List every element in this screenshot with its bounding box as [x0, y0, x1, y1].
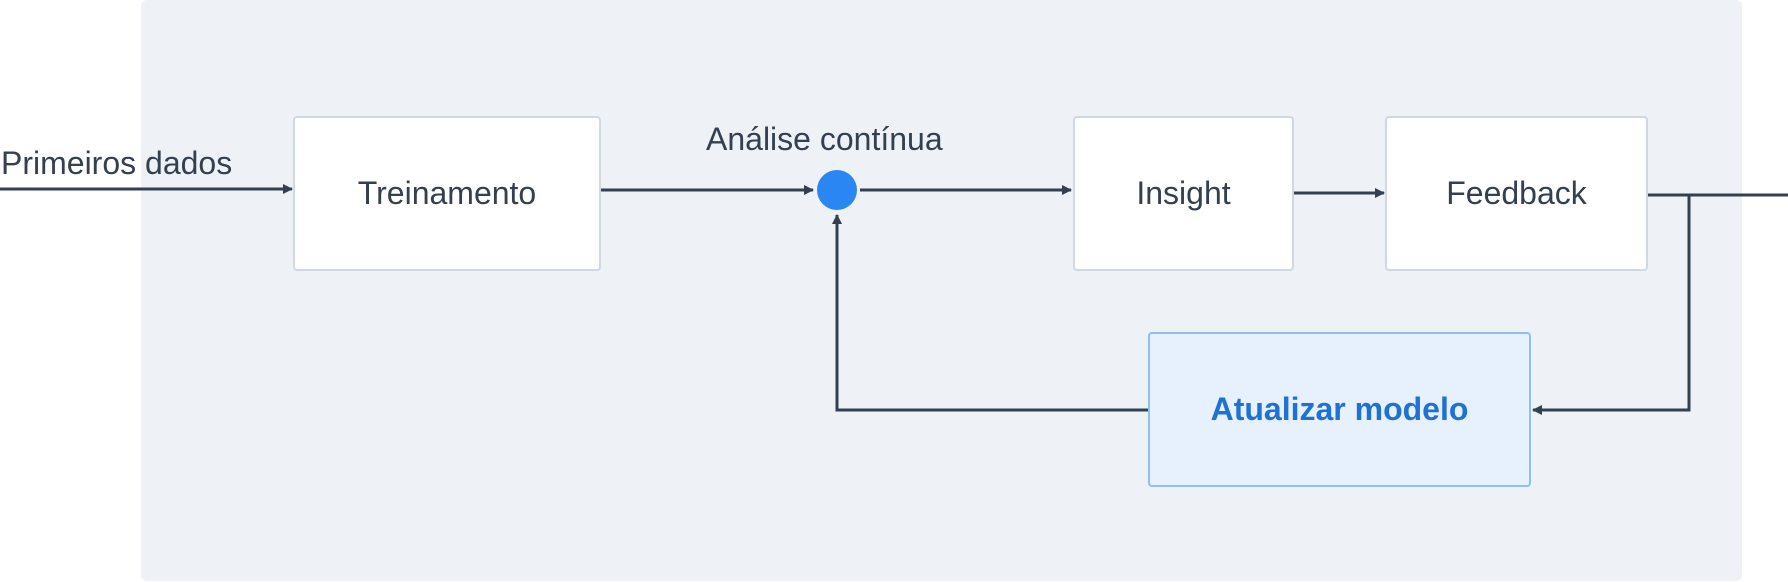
arrow-update-model-to-junction — [832, 214, 1148, 412]
node-feedback: Feedback — [1385, 116, 1648, 271]
analysis-junction-node — [817, 170, 857, 210]
arrow-feedback-to-update-model — [1532, 195, 1691, 415]
input-label: Primeiros dados — [1, 145, 233, 181]
node-insight: Insight — [1073, 116, 1294, 271]
junction-label: Análise contínua — [706, 121, 943, 157]
node-update-model: Atualizar modelo — [1148, 332, 1531, 487]
node-training: Treinamento — [293, 116, 601, 271]
